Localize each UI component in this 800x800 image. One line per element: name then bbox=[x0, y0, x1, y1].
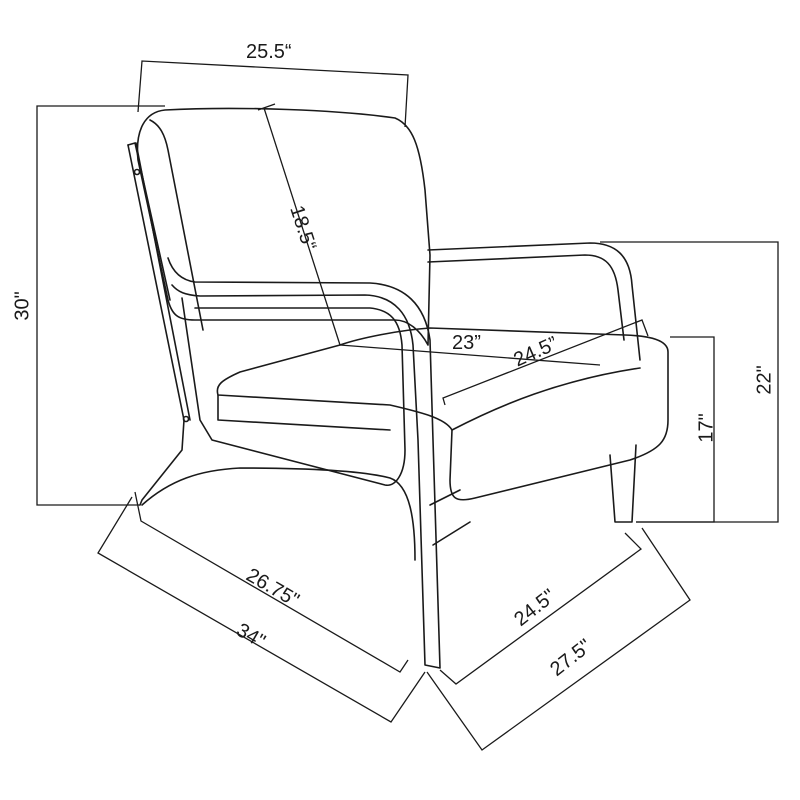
chair-outline bbox=[127, 107, 669, 669]
dim-label-arm-height: 22" bbox=[753, 365, 776, 395]
dim-label-back-width: 25.5“ bbox=[246, 41, 292, 63]
dim-label-seat-width: 23” bbox=[452, 332, 481, 354]
dimension-lines bbox=[36, 60, 779, 751]
dim-label-seat-height: 17" bbox=[695, 413, 718, 443]
dim-label-overall-height: 30" bbox=[11, 291, 34, 321]
